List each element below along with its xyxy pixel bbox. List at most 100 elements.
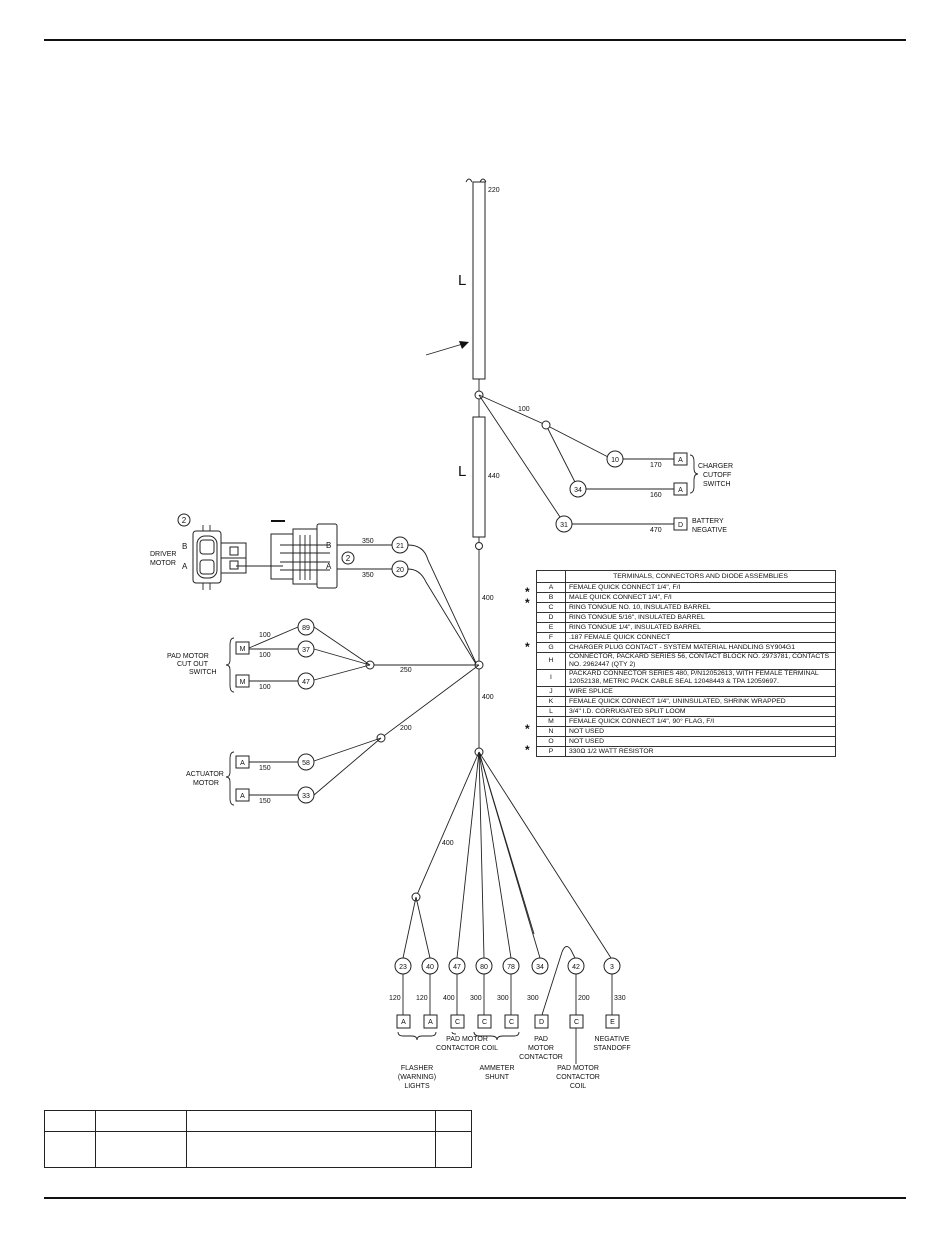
svg-text:100: 100	[259, 632, 271, 639]
svg-text:FLASHER: FLASHER	[401, 1065, 433, 1072]
pointer-arrow	[425, 341, 469, 356]
bottom-wire-80: 80 300 C	[470, 957, 493, 1029]
star-marker: *	[525, 722, 530, 736]
svg-text:LIGHTS: LIGHTS	[404, 1083, 430, 1090]
loom-upper-length: 220	[488, 187, 500, 194]
bottom-wire-47: 47 400 C	[443, 957, 466, 1029]
legend-code: C	[536, 602, 566, 613]
svg-text:ACTUATOR: ACTUATOR	[186, 771, 224, 778]
svg-text:B: B	[326, 541, 331, 550]
revision-cell	[435, 1110, 472, 1132]
legend-code: L	[536, 706, 566, 717]
svg-text:A: A	[401, 1019, 406, 1026]
revision-row	[44, 1131, 472, 1168]
svg-text:350: 350	[362, 538, 374, 545]
charger-label-1: CHARGER	[698, 463, 733, 470]
loom-lower-label: L	[458, 463, 466, 480]
battery-label-1: BATTERY	[692, 518, 724, 525]
legend-desc: 330Ω 1/2 WATT RESISTOR	[565, 746, 836, 757]
svg-text:A: A	[428, 1019, 433, 1026]
svg-text:M: M	[240, 646, 246, 653]
legend-row: F.187 FEMALE QUICK CONNECT	[536, 632, 836, 643]
svg-text:PAD MOTOR: PAD MOTOR	[167, 653, 209, 660]
svg-text:C: C	[509, 1019, 514, 1026]
legend-desc: WIRE SPLICE	[565, 686, 836, 697]
charger-brace	[689, 454, 699, 494]
svg-text:40: 40	[426, 964, 434, 971]
svg-text:3: 3	[610, 964, 614, 971]
svg-text:PAD MOTOR: PAD MOTOR	[446, 1036, 488, 1043]
svg-text:100: 100	[259, 684, 271, 691]
charger-branch: 100	[478, 394, 674, 525]
svg-text:(WARNING): (WARNING)	[398, 1074, 436, 1081]
svg-text:47: 47	[453, 964, 461, 971]
svg-text:AMMETER: AMMETER	[480, 1065, 515, 1072]
legend-code: G	[536, 642, 566, 653]
revision-cell	[186, 1110, 436, 1132]
charger-label-2: CUTOFF	[703, 472, 731, 479]
svg-text:120: 120	[389, 995, 401, 1002]
legend-desc: .187 FEMALE QUICK CONNECT	[565, 632, 836, 643]
legend-title: TERMINALS, CONNECTORS AND DIODE ASSEMBLI…	[565, 570, 836, 583]
wire-10: 10 170 A	[606, 450, 688, 469]
svg-text:M: M	[240, 679, 246, 686]
svg-text:400: 400	[443, 995, 455, 1002]
svg-text:150: 150	[259, 765, 271, 772]
revision-cell	[95, 1110, 187, 1132]
revision-cell	[186, 1131, 436, 1168]
svg-text:STANDOFF: STANDOFF	[593, 1045, 630, 1052]
svg-text:33: 33	[302, 793, 310, 800]
svg-text:C: C	[482, 1019, 487, 1026]
bottom-wire-34: 34 300 D	[527, 957, 549, 1029]
svg-text:MOTOR: MOTOR	[193, 780, 219, 787]
legend-desc: FEMALE QUICK CONNECT 1/4", 90° FLAG, F/I	[565, 716, 836, 727]
svg-text:34: 34	[536, 964, 544, 971]
svg-text:A: A	[678, 487, 683, 494]
legend-code: D	[536, 612, 566, 623]
legend-code: B	[536, 592, 566, 603]
bottom-labels: PAD MOTOR CONTACTOR COIL FLASHER (WARNIN…	[397, 1031, 631, 1090]
legend-header-blank	[536, 570, 566, 583]
revision-cell	[44, 1110, 96, 1132]
revision-cell	[44, 1131, 96, 1168]
svg-text:CONTACTOR: CONTACTOR	[519, 1054, 563, 1061]
legend-code: A	[536, 582, 566, 593]
revision-table	[44, 1110, 472, 1168]
svg-text:CONTACTOR COIL: CONTACTOR COIL	[436, 1045, 498, 1052]
svg-text:34: 34	[574, 487, 582, 494]
svg-text:120: 120	[416, 995, 428, 1002]
legend-desc: 3/4" I.D. CORRUGATED SPLIT LOOM	[565, 706, 836, 717]
legend-desc: RING TONGUE 5/16", INSULATED BARREL	[565, 612, 836, 623]
legend-code: H	[536, 652, 566, 670]
svg-text:C: C	[455, 1019, 460, 1026]
svg-text:CUT OUT: CUT OUT	[177, 661, 209, 668]
svg-text:80: 80	[480, 964, 488, 971]
driver-wires: 350 350 21 20	[337, 536, 477, 665]
svg-text:150: 150	[259, 798, 271, 805]
svg-text:2: 2	[346, 554, 351, 563]
legend-code: O	[536, 736, 566, 747]
svg-text:58: 58	[302, 760, 310, 767]
terminals-legend-table: TERMINALS, CONNECTORS AND DIODE ASSEMBLI…	[536, 570, 836, 757]
bottom-wire-42: 42 200 C	[567, 957, 590, 1064]
revision-cell	[95, 1131, 187, 1168]
svg-text:2: 2	[182, 516, 187, 525]
loom-lower-length: 440	[488, 473, 500, 480]
legend-header-row: TERMINALS, CONNECTORS AND DIODE ASSEMBLI…	[536, 570, 836, 583]
svg-text:A: A	[240, 793, 245, 800]
svg-text:250: 250	[400, 667, 412, 674]
legend-desc: NOT USED	[565, 726, 836, 737]
loom-upper: 220 L	[458, 178, 500, 380]
svg-text:100: 100	[259, 652, 271, 659]
svg-text:A: A	[326, 562, 332, 571]
svg-text:23: 23	[399, 964, 407, 971]
svg-text:COIL: COIL	[570, 1083, 586, 1090]
svg-text:47: 47	[302, 679, 310, 686]
